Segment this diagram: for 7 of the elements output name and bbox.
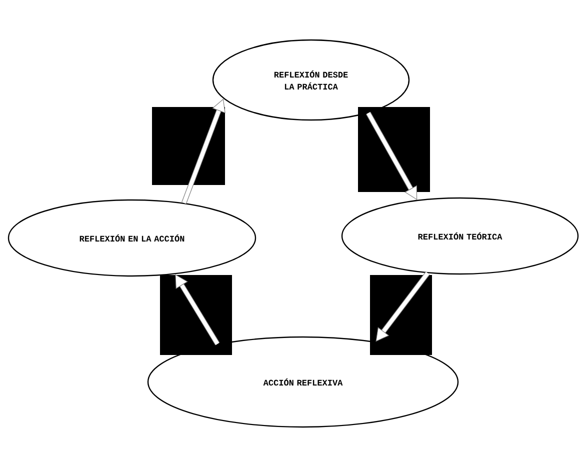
ellipse-node: REFLEXIÓN DESDE LA PRÁCTICA — [212, 39, 410, 121]
arrow-panel — [160, 274, 232, 355]
arrow-panel — [152, 98, 226, 204]
arrow-panel — [370, 272, 432, 355]
ellipse-node: REFLEXIÓN TEÓRICA — [341, 197, 579, 275]
arrow-panel — [358, 107, 430, 200]
ellipse-node: REFLEXIÓN EN LA ACCIÓN — [8, 199, 256, 277]
